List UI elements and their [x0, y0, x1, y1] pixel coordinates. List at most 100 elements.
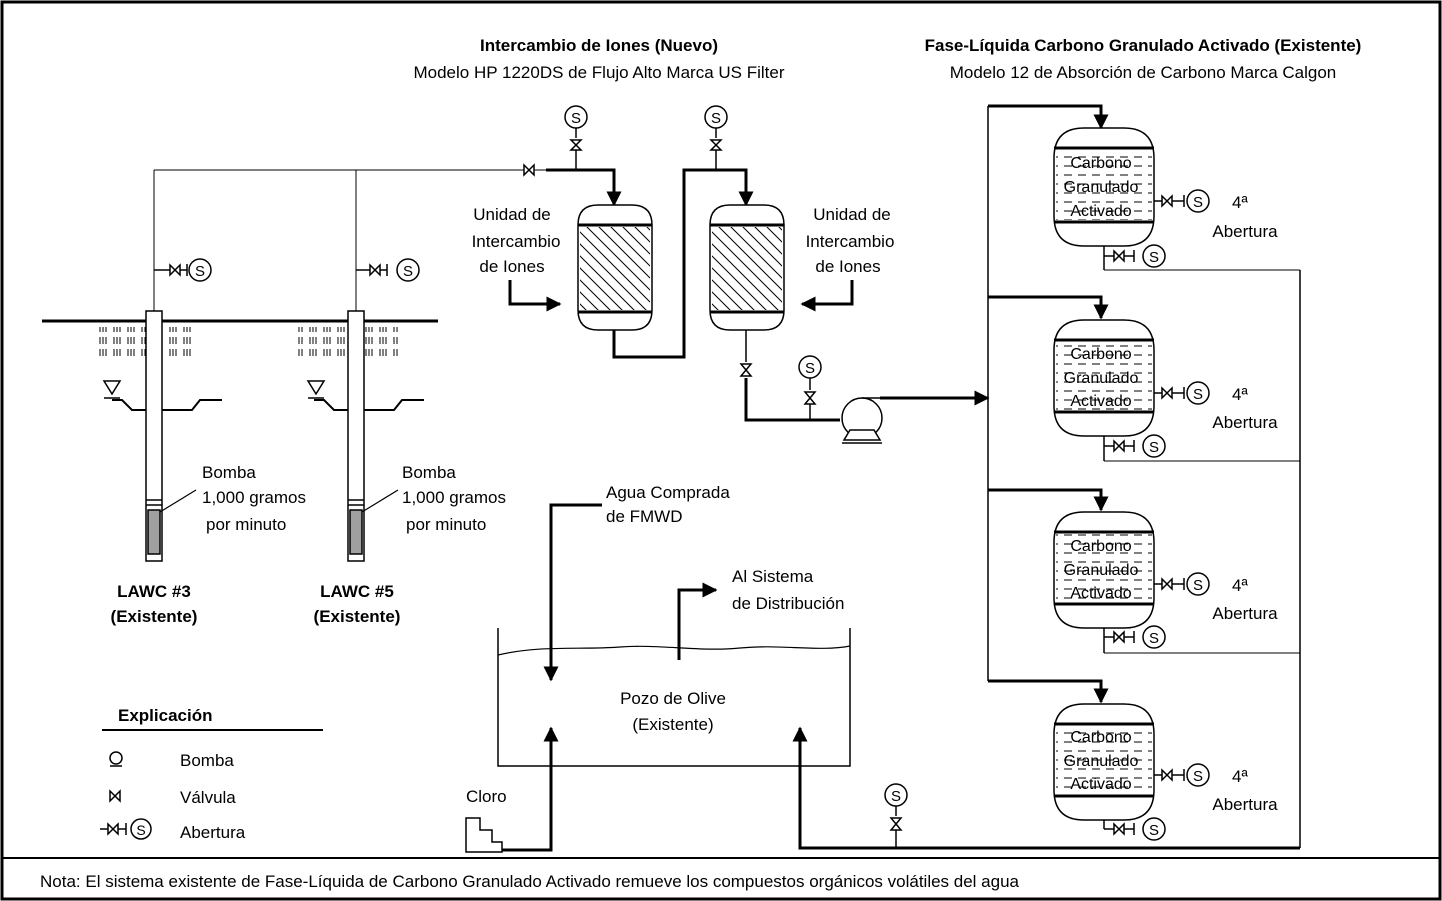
gac-feed-3 — [988, 488, 1109, 512]
water-table-icon — [102, 380, 122, 396]
svg-text:S: S — [805, 360, 815, 377]
ion-unit-2-pointer — [800, 280, 854, 312]
legend-pump-label: Bomba — [180, 751, 234, 770]
gac-3-label-3: Activado — [1070, 585, 1131, 602]
gac-feed-1 — [988, 104, 1109, 130]
gac-1-outlet: S — [1103, 244, 1300, 271]
legend-valve-icon — [109, 789, 121, 803]
gac-3-label-2: Granulado — [1064, 562, 1139, 579]
ion-exchange-subtitle: Modelo HP 1220DS de Flujo Alto Marca US … — [413, 63, 784, 82]
legend-vent-icon: S — [100, 818, 152, 840]
gac-4-outlet: S — [1103, 817, 1166, 841]
gac-1-label-3: Activado — [1070, 203, 1131, 220]
well-3-name: LAWC #3 — [117, 582, 191, 601]
ion-exchange-unit-2 — [709, 204, 785, 331]
ion-unit-connector-pipe — [612, 168, 754, 359]
well-5-pump-label-2: 1,000 gramos — [402, 488, 506, 507]
gac-4-opening-num: 4ª — [1232, 767, 1248, 786]
svg-text:S: S — [1149, 439, 1159, 456]
water-table-line — [314, 399, 424, 411]
gac-1-label-2: Granulado — [1064, 179, 1139, 196]
ion-unit-2-label-2: Intercambio — [806, 232, 895, 251]
svg-text:S: S — [195, 263, 205, 280]
svg-text:S: S — [891, 788, 901, 805]
legend-vent-label: Abertura — [180, 823, 246, 842]
reservoir-label-2: (Existente) — [632, 715, 713, 734]
svg-text:S: S — [1193, 386, 1203, 403]
gac-4-side-vent: S — [1154, 763, 1210, 787]
distribution-label-1: Al Sistema — [732, 567, 814, 586]
booster-pump-icon — [841, 397, 883, 444]
valve-icon — [889, 817, 903, 831]
valve-icon — [169, 263, 181, 277]
gac-1-side-vent: S — [1154, 189, 1210, 213]
reservoir-label-1: Pozo de Olive — [620, 689, 726, 708]
legend-pump-icon — [109, 751, 123, 767]
legend-valve-label: Válvula — [180, 788, 236, 807]
well-3-pump-label-3: por minuto — [206, 515, 286, 534]
svg-text:S: S — [1193, 577, 1203, 594]
ion-exchange-unit-1 — [577, 204, 653, 331]
footer-note: Nota: El sistema existente de Fase-Líqui… — [40, 872, 1020, 891]
water-table-icon — [306, 380, 326, 396]
gac-3-label-1: Carbono — [1070, 538, 1131, 555]
valve-icon — [523, 163, 535, 177]
svg-text:S: S — [403, 263, 413, 280]
gac-2-opening-num: 4ª — [1232, 385, 1248, 404]
gac-4-label-1: Carbono — [1070, 729, 1131, 746]
gac-3-outlet: S — [1103, 625, 1300, 654]
legend-title: Explicación — [118, 706, 212, 725]
valve-icon — [739, 363, 753, 377]
gac-2-label-2: Granulado — [1064, 370, 1139, 387]
svg-text:S: S — [1149, 822, 1159, 839]
ion-unit-2-label-3: de Iones — [815, 257, 880, 276]
reservoir-water-surface — [497, 645, 851, 656]
gac-2-label-3: Activado — [1070, 393, 1131, 410]
ion-unit-2-label-1: Unidad de — [813, 205, 891, 224]
purchased-water-label-1: Agua Comprada — [606, 483, 730, 502]
svg-text:S: S — [136, 822, 145, 838]
ion-unit-1-pointer — [508, 280, 562, 312]
svg-text:S: S — [1193, 194, 1203, 211]
water-table-line — [112, 399, 222, 411]
valve-icon — [569, 139, 583, 151]
svg-text:S: S — [571, 110, 581, 127]
purchased-water-pipe — [543, 503, 602, 682]
gac-2-opening-text: Abertura — [1212, 413, 1278, 432]
ion-unit-1-label-3: de Iones — [479, 257, 544, 276]
svg-text:S: S — [1193, 768, 1203, 785]
gac-3-side-vent: S — [1154, 572, 1210, 596]
gac-1-label-1: Carbono — [1070, 155, 1131, 172]
valve-icon — [369, 263, 381, 277]
chlorine-pipe — [502, 726, 559, 852]
well-lawc-3: S — [96, 170, 222, 562]
svg-text:S: S — [1149, 630, 1159, 647]
ion-unit-1-label-2: Intercambio — [472, 232, 561, 251]
gac-2-label-1: Carbono — [1070, 346, 1131, 363]
well-3-pump-label-1: Bomba — [202, 463, 256, 482]
well-5-pump-label-3: por minuto — [406, 515, 486, 534]
well-3-pump-label-2: 1,000 gramos — [202, 488, 306, 507]
well-pump — [349, 509, 363, 555]
gac-3-opening-num: 4ª — [1232, 576, 1248, 595]
pump-leader — [159, 489, 197, 513]
well-5-status: (Existente) — [314, 607, 401, 626]
gac-subtitle: Modelo 12 de Absorción de Carbono Marca … — [950, 63, 1337, 82]
well-3-status: (Existente) — [111, 607, 198, 626]
gac-4-opening-text: Abertura — [1212, 795, 1278, 814]
gac-3-opening-text: Abertura — [1212, 604, 1278, 623]
well-5-pump-label-1: Bomba — [402, 463, 456, 482]
gac-title: Fase-Líquida Carbono Granulado Activado … — [925, 36, 1362, 55]
ion-unit-1-label-1: Unidad de — [473, 205, 551, 224]
distribution-label-2: de Distribución — [732, 594, 844, 613]
purchased-water-label-2: de FMWD — [606, 507, 683, 526]
chlorine-label: Cloro — [466, 787, 507, 806]
vent-s-icon — [396, 258, 420, 282]
gac-vessel-2 — [1053, 319, 1155, 437]
vent-s-icon — [188, 258, 212, 282]
ion-outlet-pipe — [744, 378, 840, 422]
valve-icon — [803, 391, 817, 405]
svg-text:S: S — [711, 110, 721, 127]
